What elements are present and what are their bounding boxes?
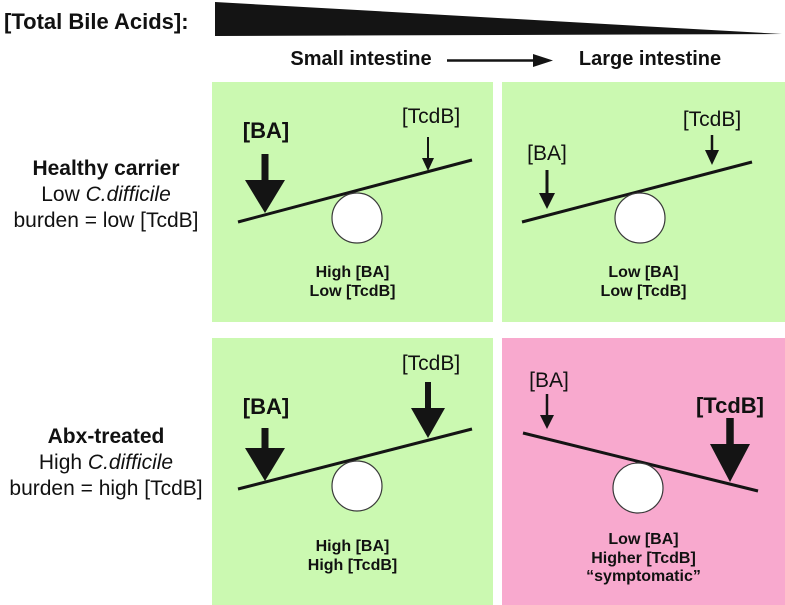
ba-label: [BA] [529, 369, 569, 392]
ba-arrow-heavy-icon [245, 154, 285, 213]
panel-abx-small-intestine: [BA] [TcdB] High [BA] High [TcdB] [212, 338, 493, 605]
ba-arrow-medium-icon [539, 170, 555, 209]
tcdb-label: [TcdB] [695, 393, 765, 418]
row2-line1: Abx-treated [47, 425, 165, 448]
panel-caption: High [BA] High [TcdB] [307, 538, 398, 574]
row2-line3: burden = high [TcdB] [9, 477, 203, 500]
panel-caption: Low [BA] Low [TcdB] [600, 264, 687, 300]
ba-arrow-light-icon [540, 394, 554, 429]
seesaw-diagram [237, 137, 473, 244]
row-label-abx-treated: Abx-treated High C.difficile burden = hi… [0, 424, 212, 502]
row1-line2: Low C.difficile [41, 183, 171, 206]
tcdb-label: [TcdB] [682, 108, 742, 131]
panel-caption: High [BA] Low [TcdB] [309, 264, 396, 300]
decreasing-concentration-wedge-icon [215, 2, 782, 36]
ba-label: [BA] [242, 118, 290, 143]
total-bile-acids-label: [Total Bile Acids]: [4, 9, 189, 34]
tcdb-label: [TcdB] [401, 105, 461, 128]
small-to-large-arrow-icon [447, 54, 553, 67]
tcdb-arrow-heavy-icon [411, 382, 445, 438]
tcdb-arrow-light-icon [705, 135, 719, 165]
panel-healthy-small-intestine: [BA] [TcdB] High [BA] Low [TcdB] [212, 82, 493, 322]
column-header-small-intestine: Small intestine [290, 48, 432, 70]
panel-caption: Low [BA] Higher [TcdB] “symptomatic” [586, 531, 701, 585]
column-header-large-intestine: Large intestine [578, 48, 722, 70]
tcdb-arrow-light-icon [422, 137, 434, 171]
tcdb-label: [TcdB] [401, 352, 461, 375]
ba-arrow-heavy-icon [245, 428, 285, 481]
ba-label: [BA] [242, 394, 290, 419]
row2-line2: High C.difficile [38, 451, 174, 474]
row-label-healthy-carrier: Healthy carrier Low C.difficile burden =… [0, 156, 212, 234]
row1-line3: burden = low [TcdB] [13, 209, 199, 232]
tcdb-arrow-heavy-icon [710, 418, 750, 482]
seesaw-diagram [237, 382, 473, 512]
seesaw-diagram [521, 135, 753, 244]
panel-abx-large-intestine: [BA] [TcdB] Low [BA] Higher [TcdB] “symp… [502, 338, 785, 605]
row1-line1: Healthy carrier [32, 157, 180, 180]
seesaw-diagram [522, 394, 759, 514]
ba-label: [BA] [527, 142, 567, 165]
panel-healthy-large-intestine: [BA] [TcdB] Low [BA] Low [TcdB] [502, 82, 785, 322]
